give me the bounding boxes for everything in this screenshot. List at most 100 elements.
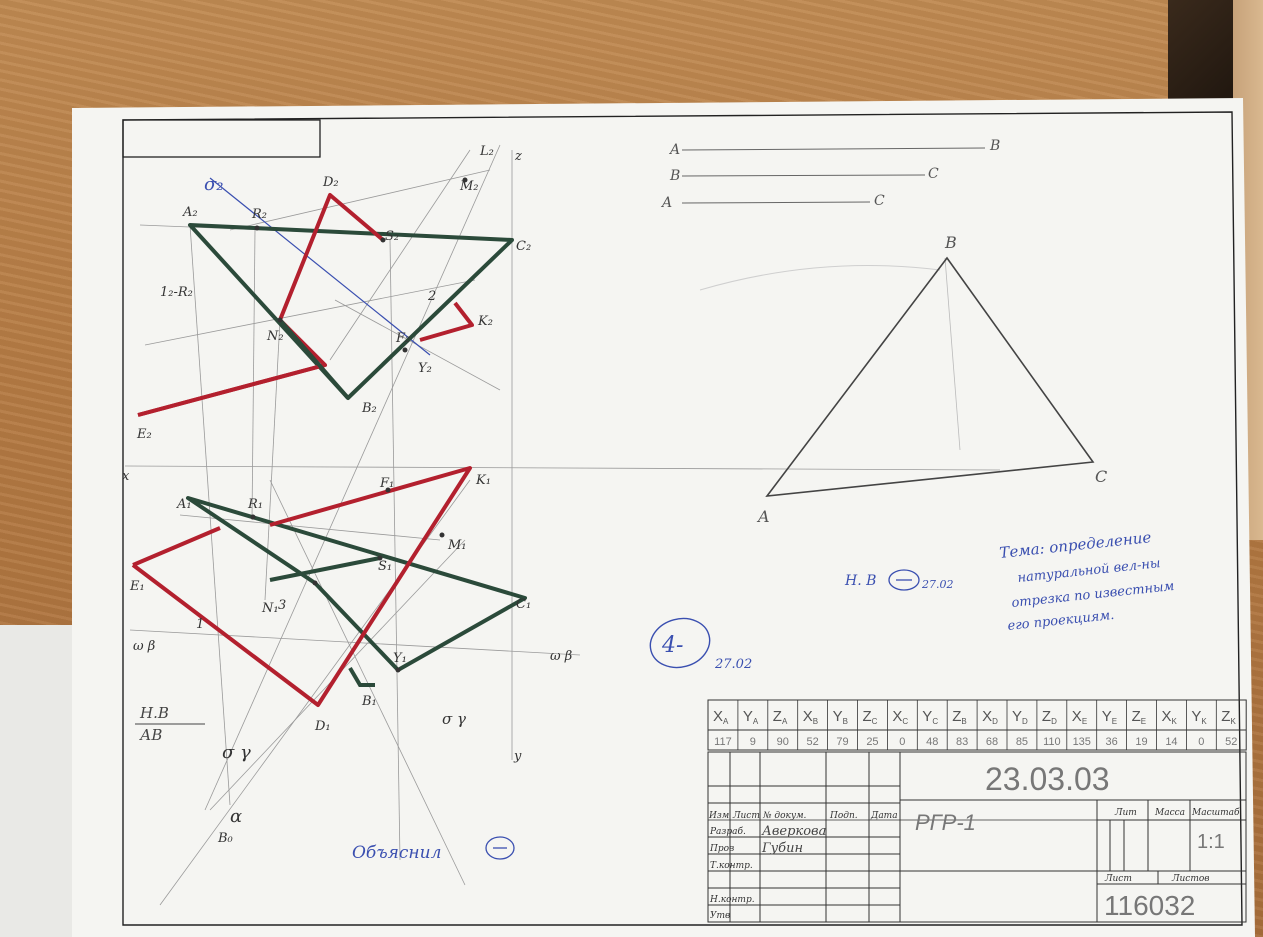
label-y2: Y₂ bbox=[418, 361, 432, 376]
label-a1: A₁ bbox=[176, 497, 192, 512]
explain-note: Объяснил bbox=[352, 843, 441, 863]
label-m2: M₂ bbox=[459, 179, 479, 194]
title-block bbox=[707, 751, 1247, 923]
label-s2: S₂ bbox=[385, 229, 399, 244]
true-length-note: Н.В АВ bbox=[135, 704, 205, 744]
label-y: y bbox=[513, 749, 522, 764]
table-value-cell: 83 bbox=[956, 736, 968, 748]
tb-sheets: Листов bbox=[1171, 874, 1210, 884]
label-x: x bbox=[122, 469, 130, 484]
projection-points bbox=[250, 177, 468, 673]
table-value-cell: 85 bbox=[1016, 736, 1028, 748]
tb-scale: 1:1 bbox=[1197, 831, 1225, 853]
label-sigma-blue: σ₂ bbox=[204, 174, 224, 195]
tb-col-izm: Изм bbox=[708, 811, 729, 821]
tb-col-doc: № докум. bbox=[762, 811, 807, 821]
plane-dek-horizontal-red bbox=[131, 466, 472, 707]
label-f2: F₂ bbox=[395, 331, 410, 346]
label-k2: K₂ bbox=[477, 314, 493, 329]
table-value-cell: 52 bbox=[1225, 736, 1237, 748]
hv-grade-date: 27.02 bbox=[921, 578, 954, 591]
table-value-cell: 90 bbox=[777, 736, 789, 748]
tb-masshtab: Масштаб bbox=[1191, 807, 1240, 818]
label-s1: S₁ bbox=[378, 559, 392, 574]
triangle-abc-frontal bbox=[188, 223, 514, 400]
tb-lit: Лит bbox=[1114, 808, 1137, 818]
label-y1: Y₁ bbox=[393, 651, 407, 666]
table-value-cell: 135 bbox=[1073, 736, 1091, 748]
top-stamp-box bbox=[122, 119, 321, 158]
tb-group: 116032 bbox=[1104, 890, 1195, 921]
table-value-cell: 68 bbox=[986, 736, 998, 748]
triangle-label-b: B bbox=[944, 233, 957, 252]
label-z: z bbox=[514, 149, 522, 164]
seg3-start: A bbox=[660, 195, 672, 211]
paper-sheet bbox=[72, 98, 1255, 937]
table-value-cell: 0 bbox=[899, 736, 905, 748]
table-value-cell: 79 bbox=[836, 736, 848, 748]
drawing-frame bbox=[122, 111, 1243, 926]
label-three: 3 bbox=[278, 598, 286, 613]
tb-row-prov: Пров bbox=[709, 844, 734, 854]
table-value-cell: 52 bbox=[807, 736, 819, 748]
tb-row-tkontr: Т.контр. bbox=[710, 861, 753, 871]
table-value-cell: 0 bbox=[1198, 736, 1204, 748]
tb-col-sign: Подп. bbox=[829, 811, 858, 821]
label-e2: E₂ bbox=[136, 427, 152, 442]
table-value-cell: 25 bbox=[866, 736, 878, 748]
tb-col-date: Дата bbox=[870, 811, 898, 821]
triangle-label-a: A bbox=[756, 507, 770, 526]
tb-drawing-name: РГР-1 bbox=[915, 810, 976, 835]
label-two: 2 bbox=[427, 289, 436, 304]
tb-developer: Аверкова bbox=[761, 824, 826, 839]
blue-construction-line bbox=[209, 177, 431, 356]
label-f1: F₁ bbox=[379, 476, 394, 491]
table-value-cell: 36 bbox=[1106, 736, 1118, 748]
table-value-cell: 117 bbox=[714, 736, 732, 748]
label-e1: E₁ bbox=[129, 579, 145, 594]
label-alpha: α bbox=[230, 806, 242, 827]
seg1-end: B bbox=[989, 138, 1000, 154]
label-c1: C₁ bbox=[516, 597, 531, 612]
segment-lines bbox=[681, 147, 986, 204]
label-n1: N₁ bbox=[261, 601, 279, 616]
label-m1: M₁ bbox=[447, 538, 467, 553]
tb-sheet: Лист bbox=[1104, 874, 1132, 884]
table-value-cell: 110 bbox=[1043, 736, 1061, 748]
seg2-start: B bbox=[669, 168, 680, 184]
hv-grade-text: Н. В bbox=[844, 573, 876, 589]
seg1-start: A bbox=[668, 142, 680, 158]
grade-date: 27.02 bbox=[714, 657, 752, 672]
label-n2: N₂ bbox=[266, 329, 284, 344]
label-c2: C₂ bbox=[516, 239, 531, 254]
label-r1: R₁ bbox=[247, 497, 263, 512]
projection-labels: A₂ C₂ D₂ E₂ B₂ K₂ M₂ N₂ F₂ Y₂ R₂ S₂ L₂ A… bbox=[122, 144, 572, 846]
label-b1: B₁ bbox=[361, 694, 377, 709]
tb-row-razrab: Разраб. bbox=[709, 826, 746, 837]
label-k1: K₁ bbox=[475, 473, 491, 488]
tb-checker: Губин bbox=[761, 841, 803, 856]
grade-mark: 4- bbox=[661, 633, 683, 658]
tb-row-utv: Утв bbox=[710, 911, 730, 921]
label-b0: B₀ bbox=[217, 831, 234, 846]
tb-doc-number: 23.03.03 bbox=[985, 761, 1110, 797]
label-l2: L₂ bbox=[479, 144, 494, 159]
label-d2: D₂ bbox=[322, 175, 339, 190]
label-omega-1: ω β bbox=[133, 639, 155, 654]
label-r2: R₂ bbox=[251, 207, 267, 222]
hv-note-line2: АВ bbox=[139, 726, 162, 744]
table-value-cell: 9 bbox=[750, 736, 756, 748]
segment-labels: A B B C A C bbox=[660, 138, 1000, 211]
table-value-cell: 14 bbox=[1165, 736, 1177, 748]
label-gamma-2: σ γ bbox=[442, 710, 466, 728]
label-one: 1 bbox=[196, 617, 204, 632]
table-value-cell: 19 bbox=[1135, 736, 1147, 748]
triangle-label-c: C bbox=[1095, 467, 1107, 486]
seg2-end: C bbox=[928, 166, 939, 182]
true-size-triangle bbox=[765, 256, 1095, 497]
label-d1: D₁ bbox=[314, 719, 331, 734]
tb-col-list: Лист bbox=[732, 811, 760, 821]
tb-massa: Масса bbox=[1154, 808, 1185, 818]
label-1-r2: 1₂-R₂ bbox=[160, 285, 193, 300]
